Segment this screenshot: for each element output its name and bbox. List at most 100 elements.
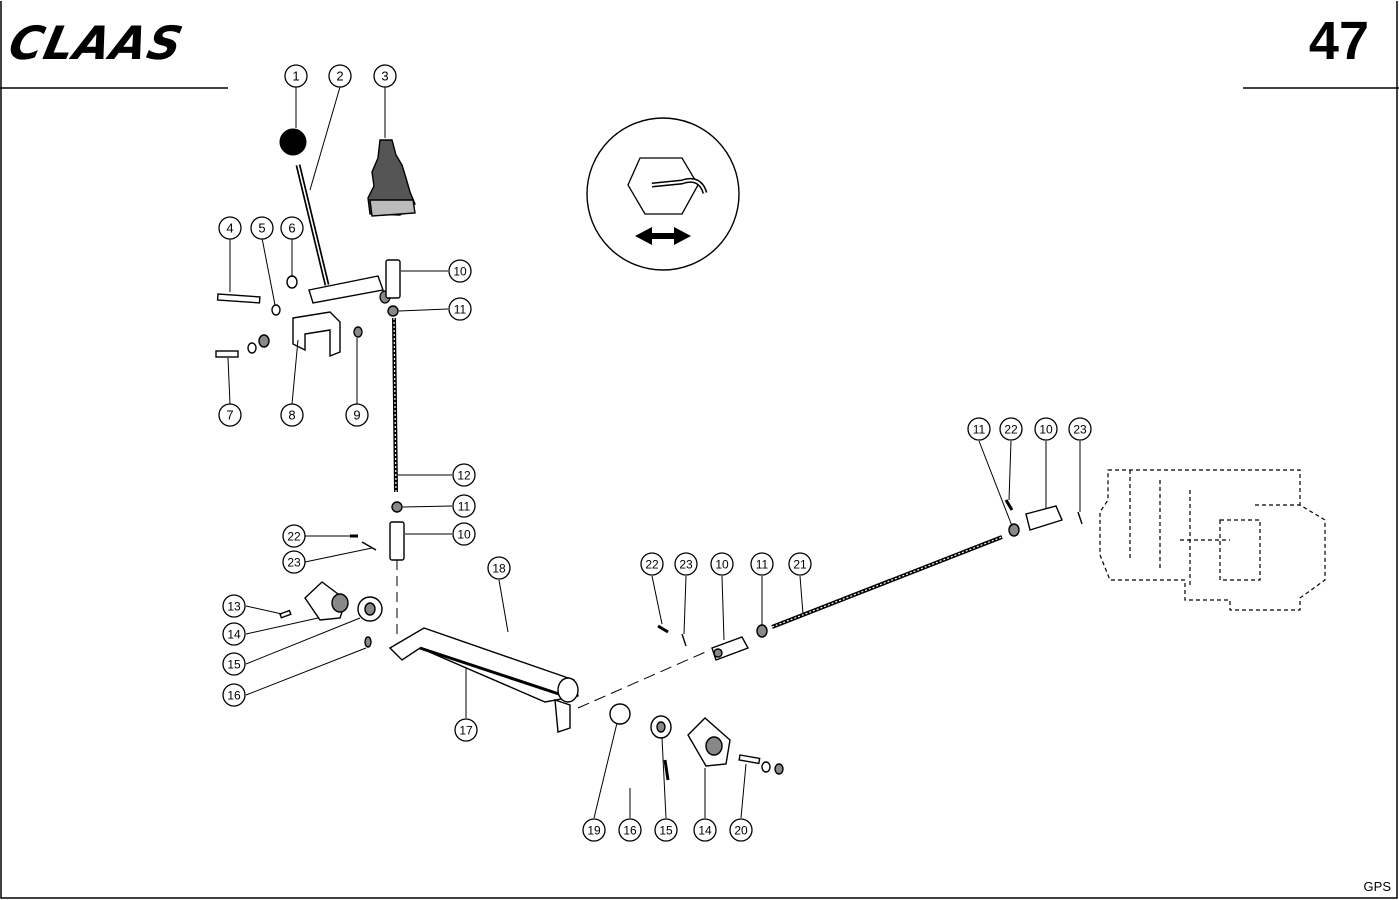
callout-label: 23 bbox=[287, 556, 301, 570]
selector-shaft bbox=[388, 627, 711, 733]
callout-23: 23 bbox=[674, 552, 698, 576]
callout-circle bbox=[999, 417, 1023, 441]
callout-circle bbox=[345, 403, 369, 427]
callout-circle bbox=[282, 524, 306, 548]
callout-label: 15 bbox=[227, 658, 241, 672]
operating-direction-symbol bbox=[586, 117, 740, 271]
callout-11: 11 bbox=[452, 494, 476, 518]
callout-label: 11 bbox=[458, 500, 471, 514]
callout-23: 23 bbox=[282, 550, 306, 574]
callout-2: 2 bbox=[328, 64, 352, 88]
callout-circle bbox=[222, 652, 246, 676]
callout-label: 14 bbox=[698, 824, 712, 838]
callout-label: 10 bbox=[457, 528, 471, 542]
callout-circle bbox=[1034, 417, 1058, 441]
callout-label: 11 bbox=[973, 423, 986, 437]
callout-circle bbox=[452, 522, 476, 546]
lever-bracket bbox=[215, 293, 363, 358]
callout-label: 3 bbox=[381, 69, 388, 84]
rubber-boot bbox=[367, 139, 416, 217]
callout-22: 22 bbox=[999, 417, 1023, 441]
callout-circle bbox=[674, 552, 698, 576]
callout-label: 23 bbox=[679, 558, 693, 572]
callout-circle bbox=[373, 64, 397, 88]
callout-label: 1 bbox=[292, 69, 299, 84]
double-arrow-icon bbox=[635, 227, 691, 245]
callout-14: 14 bbox=[222, 622, 246, 646]
horizontal-control-rod bbox=[657, 499, 1083, 661]
callout-label: 21 bbox=[793, 558, 807, 572]
callout-label: 13 bbox=[227, 600, 241, 614]
callout-circle bbox=[788, 552, 812, 576]
callout-circle bbox=[282, 550, 306, 574]
callout-circle bbox=[729, 818, 753, 842]
callout-circle bbox=[452, 463, 476, 487]
callout-label: 16 bbox=[623, 824, 637, 838]
callout-label: 22 bbox=[1004, 423, 1018, 437]
callout-19: 19 bbox=[582, 818, 606, 842]
callout-3: 3 bbox=[373, 64, 397, 88]
callout-label: 6 bbox=[288, 221, 295, 236]
callout-label: 14 bbox=[227, 628, 241, 642]
vertical-control-rod bbox=[385, 259, 405, 640]
callout-circle bbox=[284, 64, 308, 88]
callout-16: 16 bbox=[618, 818, 642, 842]
callout-circle bbox=[582, 818, 606, 842]
callout-circle bbox=[222, 683, 246, 707]
callout-23: 23 bbox=[1068, 417, 1092, 441]
callout-9: 9 bbox=[345, 403, 369, 427]
callout-11: 11 bbox=[750, 552, 774, 576]
callout-21: 21 bbox=[788, 552, 812, 576]
callout-circle bbox=[280, 216, 304, 240]
callout-10: 10 bbox=[452, 522, 476, 546]
control-valve-block bbox=[1099, 469, 1326, 611]
callout-10: 10 bbox=[448, 259, 472, 283]
callout-circle bbox=[454, 718, 478, 742]
callout-label: 2 bbox=[336, 69, 343, 84]
callout-5: 5 bbox=[250, 216, 274, 240]
callout-label: 11 bbox=[454, 303, 467, 317]
callout-label: 18 bbox=[492, 562, 506, 576]
callout-label: 20 bbox=[734, 824, 748, 838]
callout-circle bbox=[218, 403, 242, 427]
callout-label: 10 bbox=[453, 265, 467, 279]
callout-11: 11 bbox=[448, 297, 472, 321]
callout-20: 20 bbox=[729, 818, 753, 842]
callout-15: 15 bbox=[222, 652, 246, 676]
callout-circle bbox=[967, 417, 991, 441]
callout-label: 23 bbox=[1073, 423, 1087, 437]
callout-22: 22 bbox=[282, 524, 306, 548]
callout-14: 14 bbox=[693, 818, 717, 842]
callout-circle bbox=[750, 552, 774, 576]
callout-6: 6 bbox=[280, 216, 304, 240]
callout-circle bbox=[328, 64, 352, 88]
leader-lines bbox=[227, 86, 1081, 819]
callout-label: 12 bbox=[457, 469, 471, 483]
callout-label: 11 bbox=[756, 558, 769, 572]
callout-17: 17 bbox=[454, 718, 478, 742]
callout-circle bbox=[618, 818, 642, 842]
callout-11: 11 bbox=[967, 417, 991, 441]
callout-12: 12 bbox=[452, 463, 476, 487]
right-bearing-flange bbox=[609, 703, 784, 781]
callout-label: 9 bbox=[353, 408, 360, 423]
callout-10: 10 bbox=[710, 552, 734, 576]
callout-label: 10 bbox=[1039, 423, 1053, 437]
callout-22: 22 bbox=[640, 552, 664, 576]
callout-circle bbox=[222, 594, 246, 618]
footer-code: GPS bbox=[1363, 879, 1391, 894]
callout-4: 4 bbox=[218, 216, 242, 240]
callout-label: 15 bbox=[659, 824, 673, 838]
callout-label: 16 bbox=[227, 689, 241, 703]
page-number: 47 bbox=[1308, 11, 1369, 71]
callout-label: 4 bbox=[226, 221, 233, 236]
callout-circle bbox=[250, 216, 274, 240]
callout-16: 16 bbox=[222, 683, 246, 707]
callout-circle bbox=[693, 818, 717, 842]
callout-circle bbox=[448, 297, 472, 321]
callout-circle bbox=[487, 556, 511, 580]
callout-7: 7 bbox=[218, 403, 242, 427]
